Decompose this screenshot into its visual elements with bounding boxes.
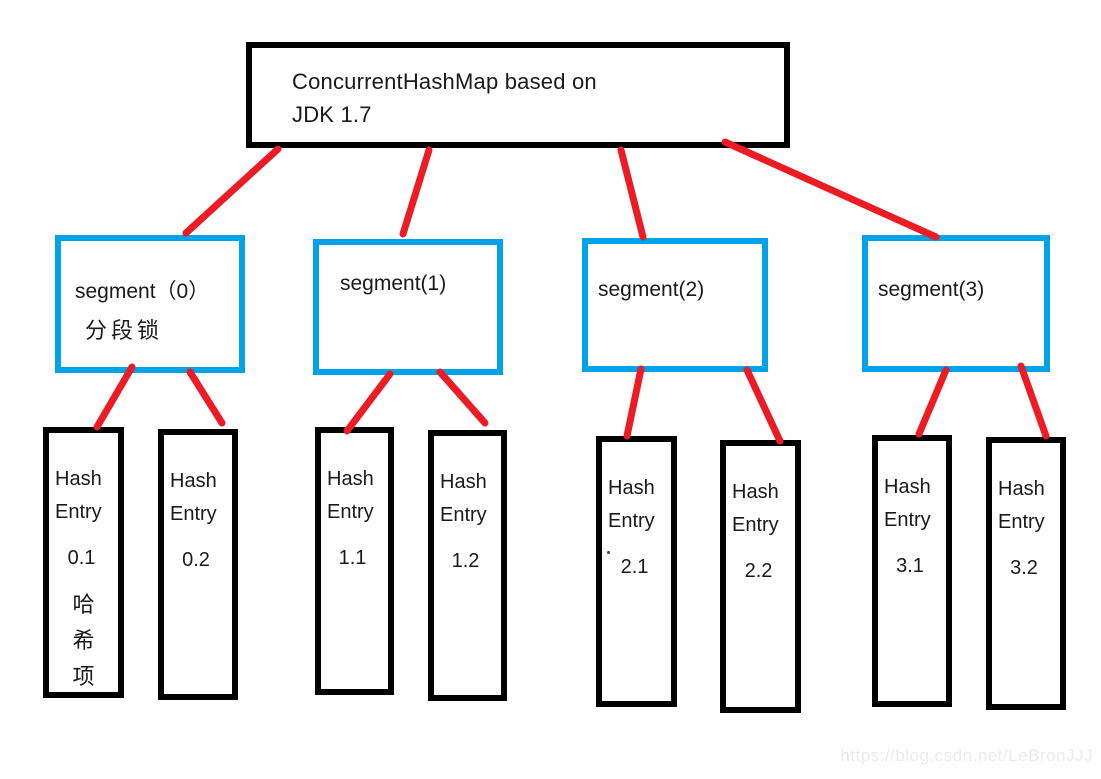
hash-entry-1-1-word2: Entry [327, 501, 374, 523]
segment-3-label: segment(3) [878, 278, 985, 301]
segment-0-sublabel: 分段锁 [85, 318, 164, 343]
hash-entry-3-1-num: 3.1 [896, 555, 924, 577]
segment-0-label: segment（0） [75, 280, 210, 303]
hash-entry-2-1-num: 2.1 [620, 556, 649, 578]
hash-entry-0-1-extra2: 希 [72, 628, 95, 653]
hash-entry-0-1-word1: Hash [55, 468, 102, 490]
hash-entry-2-2-num: 2.2 [744, 560, 773, 582]
segment-node-3: segment(3) [862, 235, 1050, 372]
hash-entry-node-0-1: Hash Entry 0.1 哈 希 项 [43, 427, 124, 698]
connector-segment3-hashentry32 [1017, 362, 1050, 440]
hash-entry-node-1-2: Hash Entry 1.2 [428, 430, 507, 701]
connector-root-segment2 [617, 146, 647, 241]
hash-entry-1-1-word1: Hash [327, 468, 374, 490]
connector-root-segment1 [399, 146, 433, 238]
hash-entry-2-1-word1: Hash [608, 477, 655, 499]
segment-node-0: segment（0） 分段锁 [55, 235, 245, 373]
hash-entry-3-2-word1: Hash [998, 478, 1045, 500]
segment-node-1: segment(1) [313, 239, 503, 375]
hash-entry-3-2-word2: Entry [998, 511, 1045, 533]
hash-entry-0-2-num: 0.2 [182, 549, 210, 571]
root-node-concurrenthashmap: ConcurrentHashMap based on JDK 1.7 [246, 42, 790, 148]
segment-node-2: segment(2) [582, 238, 768, 372]
connector-segment1-hashentry12 [436, 368, 489, 427]
connector-segment3-hashentry31 [915, 366, 950, 438]
hash-entry-1-2-word1: Hash [440, 471, 487, 493]
hash-entry-3-1-word2: Entry [884, 509, 931, 531]
hash-entry-0-1-extra3: 项 [72, 664, 95, 689]
connector-root-segment0 [182, 145, 282, 237]
hash-entry-1-2-word2: Entry [440, 504, 487, 526]
hash-entry-node-0-2: Hash Entry 0.2 [158, 429, 238, 700]
watermark: https://blog.csdn.net/LeBronJJJ [840, 746, 1093, 765]
connector-segment1-hashentry11 [343, 370, 394, 435]
hash-entry-1-1-num: 1.1 [338, 547, 367, 569]
segment-2-label: segment(2) [598, 278, 705, 301]
hash-entry-0-2-word1: Hash [170, 470, 217, 492]
connector-segment0-hashentry02 [186, 368, 226, 427]
hash-entry-node-3-1: Hash Entry 3.1 [872, 435, 952, 707]
hash-entry-2-2-word1: Hash [732, 481, 779, 503]
root-title-line1: ConcurrentHashMap based on [292, 69, 597, 94]
connector-segment0-hashentry01 [93, 363, 136, 431]
hash-entry-node-1-1: Hash Entry 1.1 [315, 427, 394, 695]
connector-segment2-hashentry21 [623, 365, 645, 440]
hash-entry-0-1-word2: Entry [55, 501, 102, 523]
hash-entry-3-2-num: 3.2 [1010, 557, 1038, 579]
hash-entry-1-2-num: 1.2 [451, 550, 480, 572]
segment-1-label: segment(1) [340, 272, 447, 295]
hash-entry-node-2-2: Hash Entry 2.2 [720, 440, 801, 713]
stray-mark [607, 551, 610, 554]
hash-entry-node-3-2: Hash Entry 3.2 [986, 437, 1066, 710]
root-title-line2: JDK 1.7 [292, 102, 372, 127]
hash-entry-0-1-num: 0.1 [67, 547, 96, 569]
hash-entry-2-2-word2: Entry [732, 514, 779, 536]
hash-entry-3-1-word1: Hash [884, 476, 931, 498]
connector-segment2-hashentry22 [743, 366, 784, 445]
hash-entry-0-2-word2: Entry [170, 503, 217, 525]
hash-entry-2-1-word2: Entry [608, 510, 655, 532]
connector-root-segment3 [721, 138, 940, 241]
hash-entry-node-2-1: Hash Entry 2.1 [596, 436, 677, 707]
hash-entry-0-1-extra1: 哈 [72, 592, 95, 617]
